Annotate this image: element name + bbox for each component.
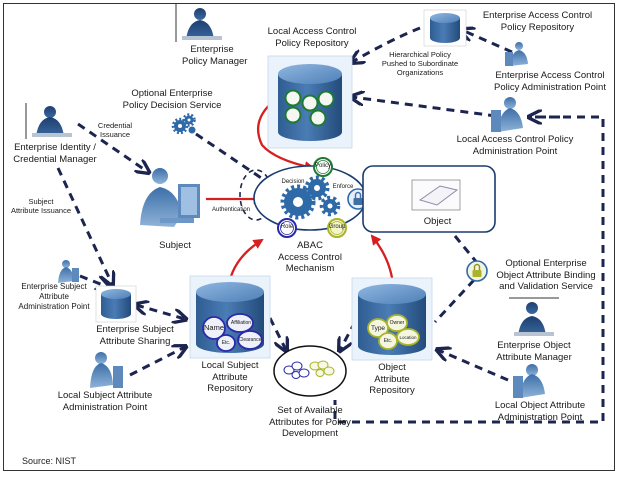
subject-label: Subject	[159, 240, 191, 251]
binding-lock-icon[interactable]	[466, 260, 488, 282]
subject-attr-affiliation: Affiliation	[230, 320, 252, 326]
subject-attr-etc: Etc.	[221, 340, 231, 346]
object-attr-type: Type	[370, 325, 386, 332]
authentication-label: Authentication	[211, 207, 251, 213]
identity-manager-label: Enterprise Identity /Credential Manager	[13, 142, 97, 165]
diagram-frame	[3, 3, 615, 471]
connector-hierarchical-policy	[352, 26, 421, 62]
local-subject-admin-icon[interactable]	[90, 352, 123, 388]
available-attributes-set[interactable]	[273, 345, 347, 397]
local-pap-icon[interactable]	[491, 97, 523, 132]
enterprise-policy-manager-icon[interactable]	[175, 4, 226, 42]
identity-manager-icon[interactable]	[25, 103, 76, 139]
abac-mechanism[interactable]	[253, 157, 369, 238]
connector-admin-loop	[333, 115, 605, 424]
optional-pds-gears-icon[interactable]	[171, 113, 196, 135]
source-note: Source: NIST	[22, 456, 77, 466]
connector-credential-issuance	[77, 122, 148, 172]
group-bubble	[327, 218, 347, 238]
role-bubble	[277, 218, 297, 238]
object-attribute-repository-icon[interactable]	[351, 277, 433, 361]
object-attr-location: Location	[399, 335, 417, 340]
object-attr-etc: Etc.	[383, 338, 393, 344]
object-container[interactable]	[362, 165, 496, 233]
local-policy-repository-icon[interactable]	[267, 55, 353, 149]
object-attr-owner: Owner	[389, 320, 405, 326]
connector-object-binding	[453, 235, 480, 265]
local-subject-repository-icon[interactable]	[189, 275, 271, 359]
enterprise-subject-sharing-icon[interactable]	[95, 285, 137, 323]
connector-sharing-local-subject	[136, 305, 185, 319]
gears-icon	[280, 175, 341, 220]
enterprise-policy-repository-icon[interactable]	[423, 9, 467, 47]
role-bubble-label: Role	[280, 224, 294, 230]
connector-subject-attr-issuance	[56, 167, 112, 284]
connector-enterprise-pap-repo	[462, 30, 513, 54]
connector-local-subject-admin	[129, 347, 185, 377]
subject-attr-clearance: Clearance	[238, 337, 262, 343]
enterprise-pap-icon[interactable]	[505, 42, 528, 66]
enterprise-object-manager-icon[interactable]	[509, 297, 559, 338]
subject-icon[interactable]	[140, 168, 200, 227]
subject-attr-name: Name	[203, 323, 224, 332]
decision-label: Decision	[281, 179, 305, 185]
enterprise-subject-admin-icon[interactable]	[58, 260, 79, 283]
policy-flow-arrow	[257, 99, 316, 172]
policy-bubble	[313, 157, 333, 177]
document-icon	[411, 179, 461, 211]
policy-bubble-label: Policy	[314, 163, 331, 169]
connector-local-object-admin	[438, 350, 509, 382]
local-object-admin-icon[interactable]	[513, 364, 545, 398]
object-label: Object	[423, 216, 452, 227]
connector-ent-subject-admin	[79, 274, 108, 287]
connector-local-pap-repo	[352, 97, 497, 118]
group-bubble-label: Group	[328, 224, 346, 230]
connector-subject-to-available	[268, 317, 286, 350]
enforce-label: Enforce	[332, 184, 354, 190]
